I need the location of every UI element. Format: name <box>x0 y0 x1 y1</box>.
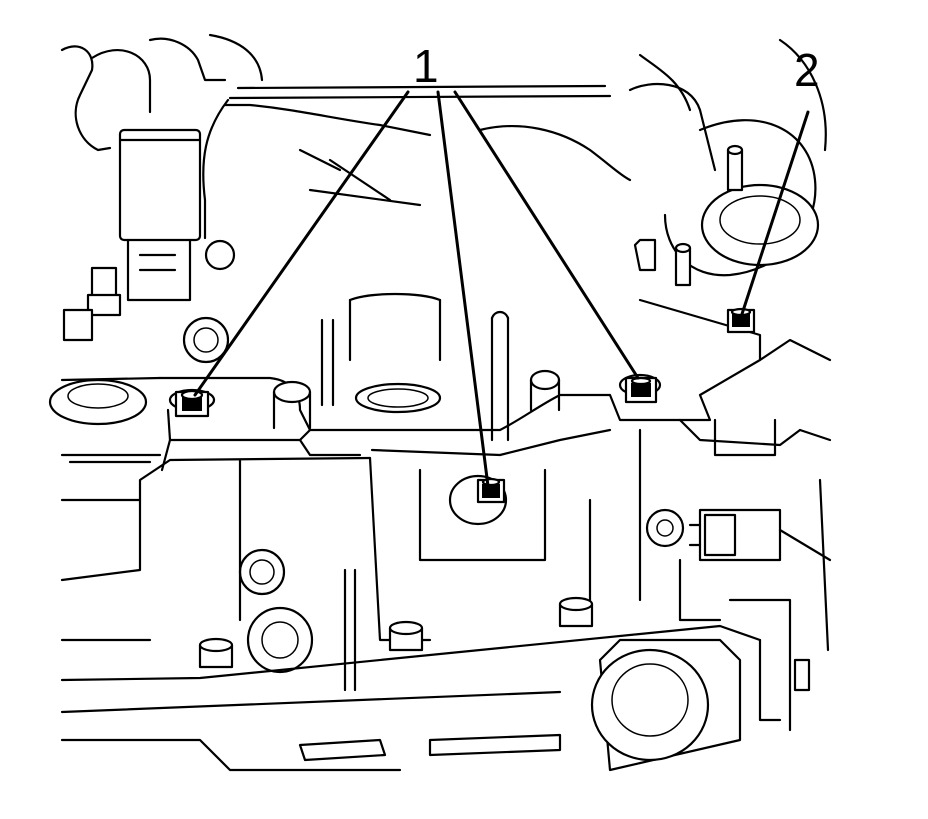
callout-1-leaders <box>193 90 640 488</box>
bolt-left <box>168 388 216 418</box>
bolt-right <box>618 373 662 404</box>
callout-2-leader <box>740 110 810 316</box>
callout-label-1: 1 <box>413 40 439 92</box>
bolt-center <box>476 477 506 504</box>
callout-label-2: 2 <box>794 44 820 96</box>
bolt-mount <box>726 307 756 334</box>
background-housing-lineart <box>48 33 832 772</box>
